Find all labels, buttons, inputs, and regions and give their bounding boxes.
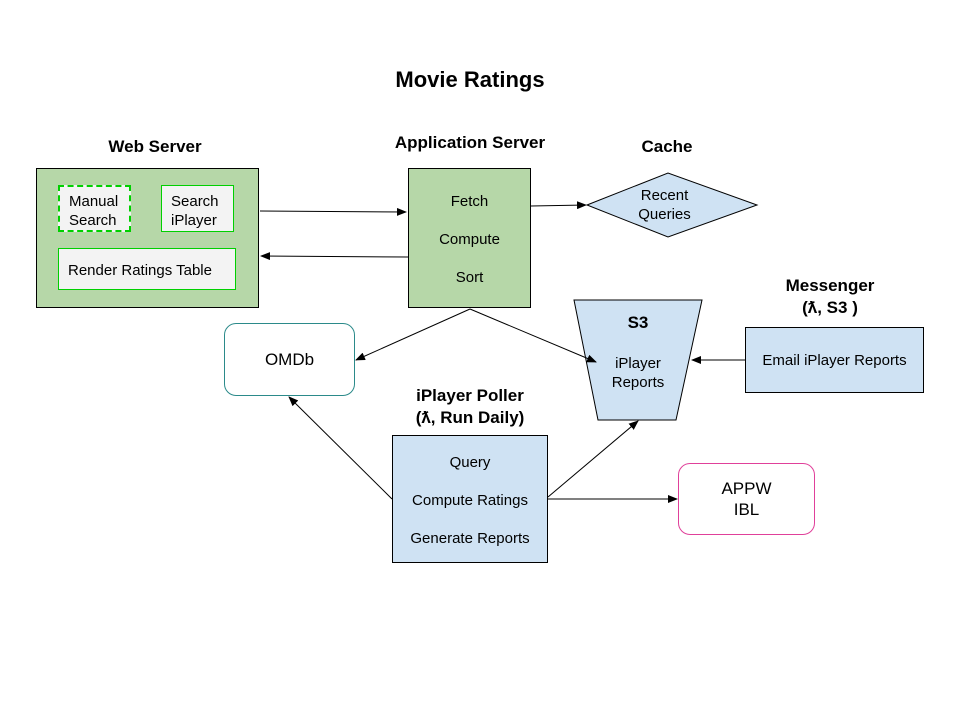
search-iplayer-line-2: iPlayer [171, 212, 217, 229]
appw-label: APPW [721, 479, 772, 498]
appw-ibl-node: APPW IBL [678, 463, 815, 535]
s3-label-line-2: Reports [611, 374, 665, 391]
poller-query: Query [449, 454, 491, 471]
cache-label: Recent Queries [612, 186, 717, 224]
arrow-poller-to-omdb [288, 396, 393, 500]
messenger-heading-line-1: Messenger [785, 276, 875, 295]
poller-box [392, 435, 548, 563]
cache-heading: Cache [641, 137, 693, 156]
messenger-heading-line-2: (ƛ, S3 ) [802, 298, 858, 317]
s3-label: iPlayer Reports [588, 354, 688, 392]
arrow-web-to-app [259, 207, 407, 216]
web-server-heading: Web Server [108, 137, 202, 156]
arrow-app-to-s3 [469, 308, 597, 363]
arrow-app-to-omdb [355, 308, 471, 361]
arrow-poller-to-s3 [547, 420, 639, 498]
app-server-box [408, 168, 531, 308]
messenger-heading: Messenger (ƛ, S3 ) [760, 275, 900, 319]
manual-search-line-1: Manual [69, 193, 119, 210]
render-ratings-table-label: Render Ratings Table [68, 262, 212, 279]
poller-compute-ratings: Compute Ratings [412, 492, 528, 509]
diagram-title: Movie Ratings [395, 67, 545, 92]
ibl-label: IBL [733, 500, 760, 519]
arrow-app-to-cache [530, 201, 587, 210]
manual-search-node: Manual Search [58, 185, 131, 232]
app-server-heading: Application Server [394, 133, 546, 152]
cache-diamond [585, 172, 759, 238]
messenger-label: Email iPlayer Reports [762, 351, 907, 369]
manual-search-line-2: Search [69, 212, 117, 229]
cache-label-line-1: Recent [640, 187, 689, 204]
render-ratings-table-node: Render Ratings Table [58, 248, 236, 290]
s3-bucket [573, 299, 703, 421]
arrow-app-to-web [260, 252, 409, 261]
s3-label-line-1: iPlayer [615, 355, 661, 372]
poller-heading-line-1: iPlayer Poller [416, 386, 524, 405]
omdb-label: OMDb [264, 349, 315, 369]
app-server-fetch: Fetch [450, 193, 489, 210]
messenger-box: Email iPlayer Reports [745, 327, 924, 393]
cache-label-line-2: Queries [638, 206, 691, 223]
search-iplayer-line-1: Search [171, 193, 219, 210]
search-iplayer-node: Search iPlayer [161, 185, 234, 232]
app-server-sort: Sort [455, 269, 484, 286]
s3-title: S3 [627, 313, 649, 332]
omdb-node: OMDb [224, 323, 355, 396]
poller-generate-reports: Generate Reports [410, 530, 530, 547]
poller-heading-line-2: (ƛ, Run Daily) [415, 408, 525, 427]
app-server-compute: Compute [439, 231, 500, 248]
poller-heading: iPlayer Poller (ƛ, Run Daily) [380, 385, 560, 429]
